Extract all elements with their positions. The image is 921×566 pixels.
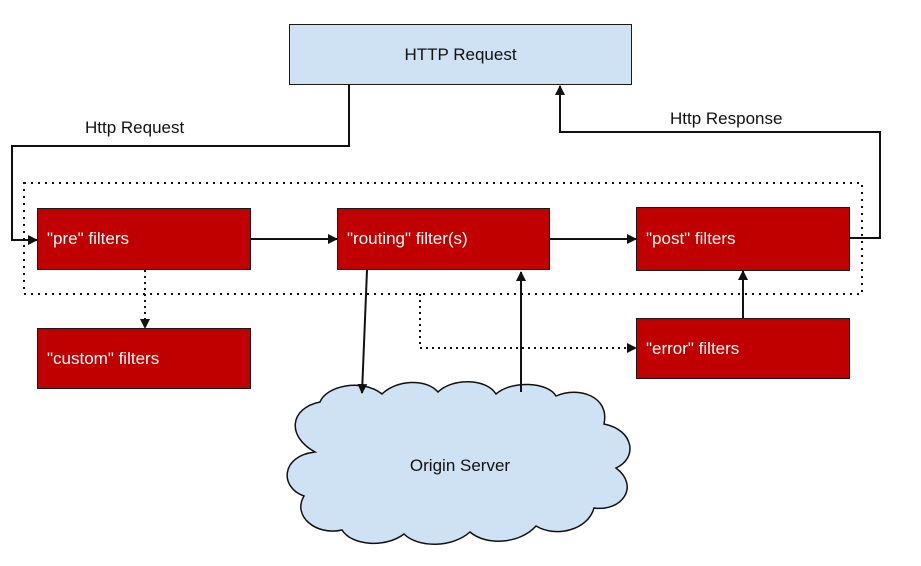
origin-server-label: Origin Server: [409, 456, 511, 475]
error-filters-box: "error" filters: [636, 318, 850, 379]
http-request-edge-label: Http Request: [85, 118, 185, 137]
pre-filters-label: "pre" filters: [47, 229, 129, 248]
pre-filters-box: "pre" filters: [37, 208, 251, 270]
post-filters-label: "post" filters: [646, 229, 736, 248]
routing-to-error-arrow: [419, 294, 637, 353]
http-response-arrow: [555, 85, 881, 239]
error-filters-label: "error" filters: [646, 338, 740, 358]
custom-filters-box: "custom" filters: [37, 328, 251, 389]
filter-pipeline-boundary: [23, 182, 863, 295]
http-request-box-label: HTTP Request: [404, 44, 517, 64]
http-response-edge-label: Http Response: [670, 109, 783, 128]
post-filters-box: "post" filters: [636, 207, 850, 271]
routing-filters-box: "routing" filter(s): [337, 208, 550, 270]
routing-filters-label: "routing" filter(s): [347, 229, 468, 248]
http-request-arrow: [11, 85, 350, 245]
origin-server-cloud: [286, 381, 631, 545]
routing-to-origin-arrow: [357, 269, 368, 394]
custom-filters-label: "custom" filters: [47, 348, 160, 368]
http-request-box: HTTP Request: [289, 24, 632, 85]
